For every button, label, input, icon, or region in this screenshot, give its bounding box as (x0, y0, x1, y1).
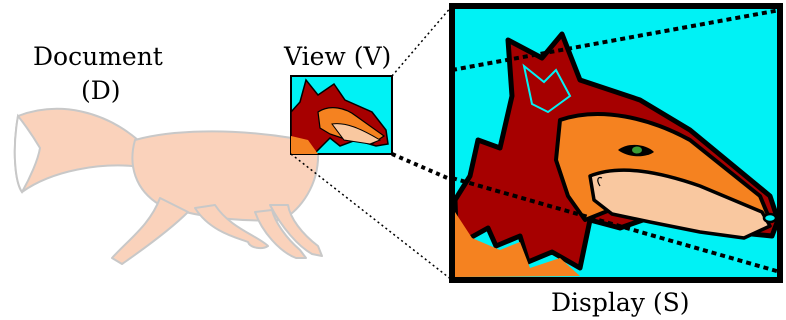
display-label: Display (S) (551, 288, 690, 317)
document-label: Document (33, 42, 163, 71)
document-fox (13, 107, 323, 265)
projection-lines-inner (451, 8, 781, 274)
projection-lines (290, 5, 453, 281)
view-label: View (V) (284, 42, 392, 71)
document-abbrev-label: (D) (81, 76, 121, 105)
view-rectangle (290, 75, 393, 155)
display-screen (449, 3, 783, 283)
tail-tip (13, 113, 42, 194)
